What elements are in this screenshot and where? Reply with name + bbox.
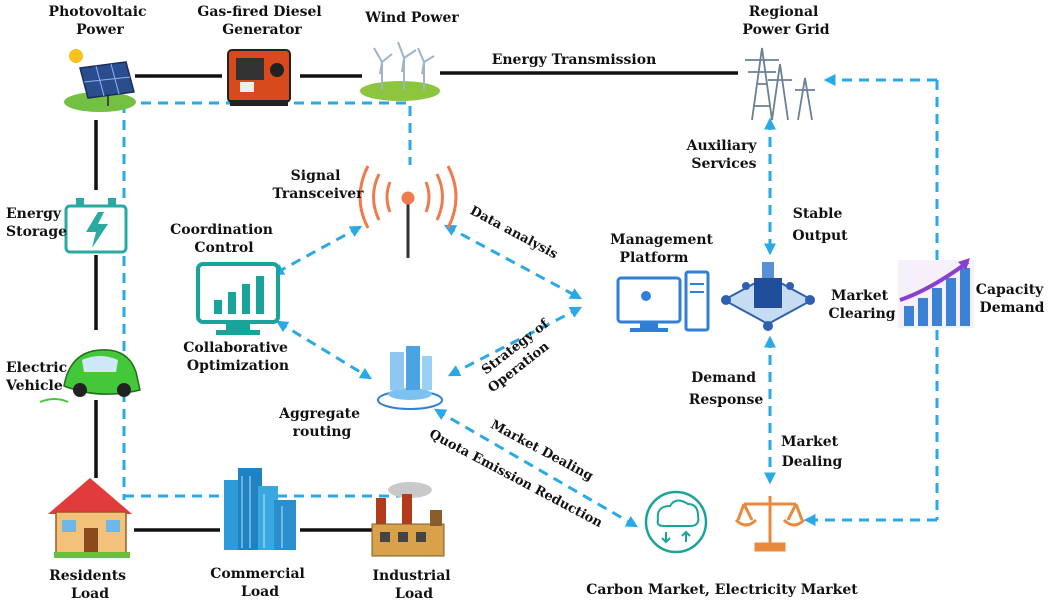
solar-panel-icon [64,49,136,112]
computer-icon [616,270,710,332]
carbon-market-label: Carbon Market, Electricity Market [586,582,858,598]
commercial-label: Commercial Load [210,566,310,600]
demand-response-label: Demand Response [689,370,764,408]
stable-output-label: Stable Output [792,206,848,244]
storage-label: Energy Storage [6,206,67,240]
ev-label: Electric Vehicle [5,360,72,394]
monitor-chart-icon [196,262,280,335]
diesel-label: Gas-fired Diesel Generator [197,4,326,38]
management-label: Management Platform [610,232,718,266]
balance-scale-icon [734,496,806,552]
residents-label: Residents Load [49,568,131,602]
photovoltaic-label: Photovoltaic Power [49,4,152,38]
collaborative-label: Collaborative Optimization [183,340,292,374]
network-hub-icon [721,262,815,331]
data-analysis-label: Data analysis [467,204,560,263]
aggregate-label: Aggregate routing [278,406,365,440]
coordination-label: Coordination Control [170,222,278,256]
server-hub-icon [377,346,443,410]
antenna-icon [358,165,458,258]
wind-label: Wind Power [364,10,459,26]
auxiliary-services-label: Auxiliary Services [686,138,762,172]
co2-cloud-icon [644,490,708,554]
dashed-signal-lines [122,74,939,528]
generator-icon [227,49,291,106]
battery-icon [64,198,128,254]
grid-label: Regional Power Grid [742,4,829,38]
electric-car-icon [39,349,141,403]
factory-icon [371,482,445,557]
capacity-label: Capacity Demand [976,282,1048,316]
wind-turbine-icon [360,41,440,101]
energy-transmission-label: Energy Transmission [492,52,657,68]
market-clearing-label: Market Clearing [828,288,895,322]
skyscraper-icon [224,468,296,550]
house-icon [48,478,132,558]
market-dealing-right-label: Market Dealing [781,434,843,470]
solid-power-lines [94,71,738,532]
transceiver-label: Signal Transceiver [272,168,364,202]
bar-growth-icon [898,258,974,328]
transmission-tower-icon [745,47,815,121]
industrial-label: Industrial Load [372,568,455,602]
